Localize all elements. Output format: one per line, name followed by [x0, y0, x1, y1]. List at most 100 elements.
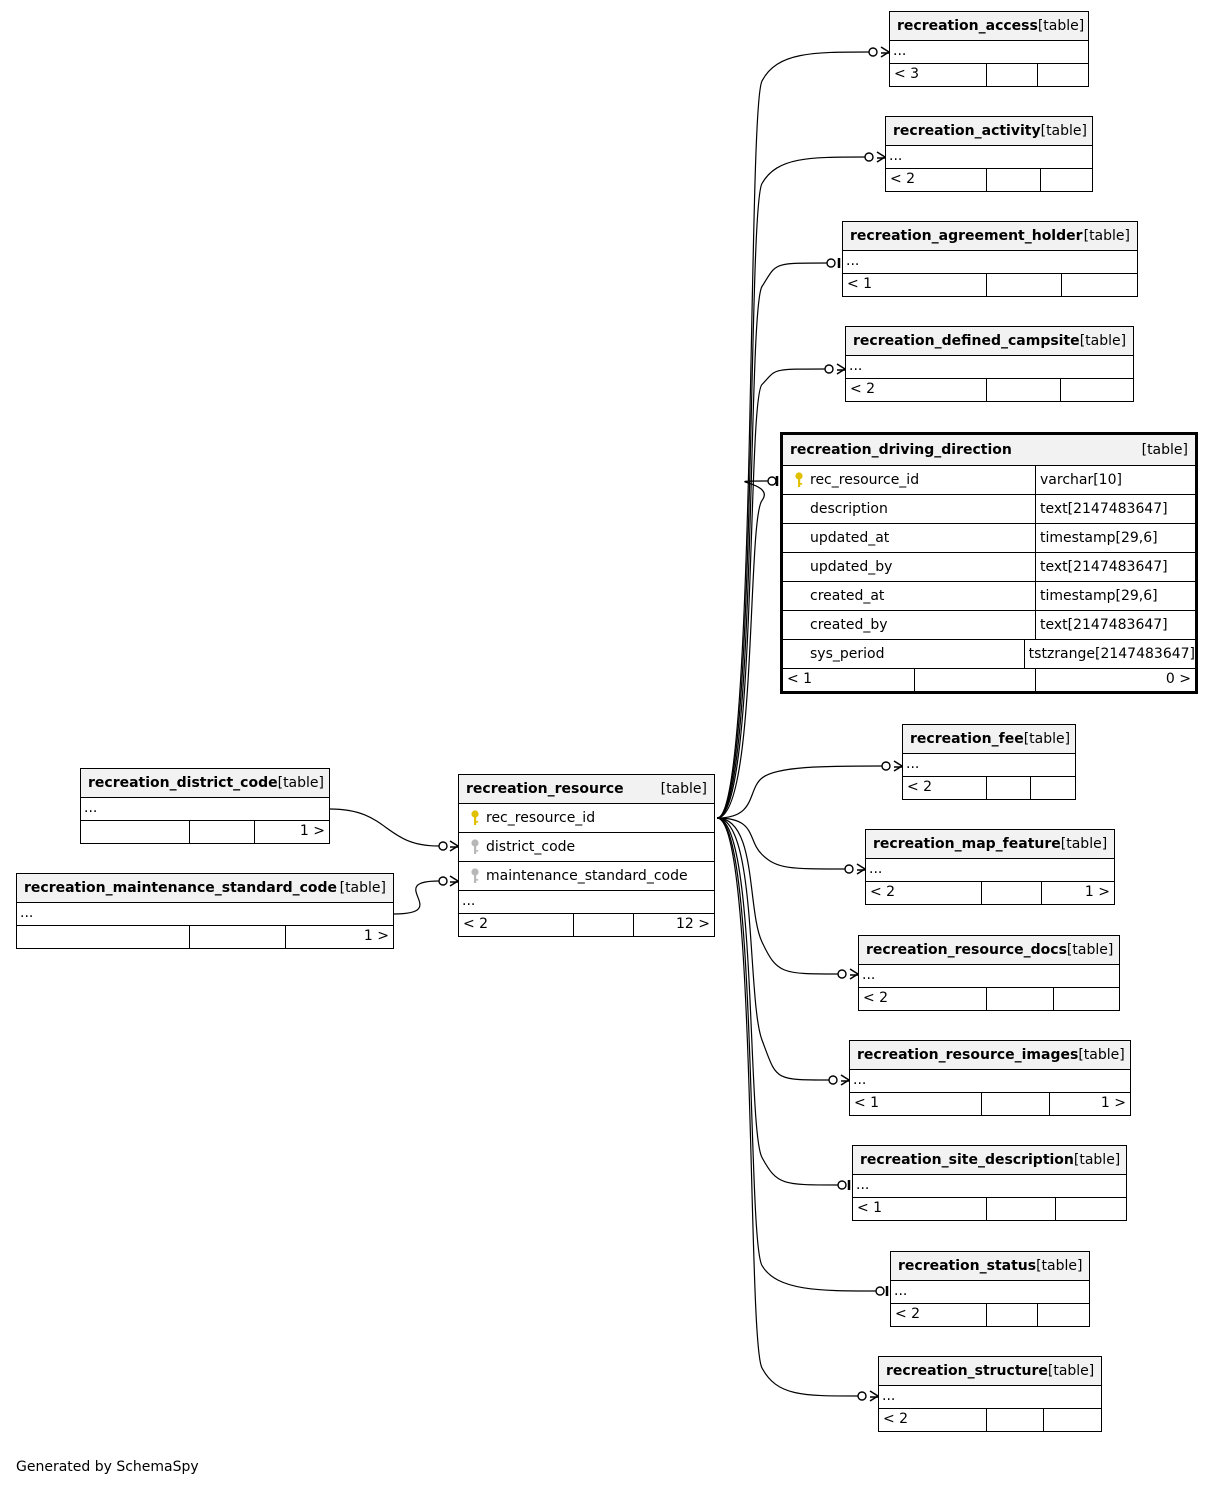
- footer-cell: [190, 926, 286, 948]
- parents-count: < 2: [866, 882, 982, 904]
- table-name: recreation_agreement_holder: [850, 228, 1083, 244]
- foreign-key-icon: [471, 839, 479, 854]
- edge-recreation-maintenance-standard-code: [393, 880, 440, 915]
- crowfoot-mark: [880, 46, 890, 53]
- column-type: text[2147483647]: [1040, 617, 1168, 633]
- table-recreation-resource-docs[interactable]: recreation_resource_docs[table] ... < 2: [858, 935, 1120, 1011]
- children-count: 1 >: [299, 823, 325, 839]
- footer-cell: [190, 821, 255, 843]
- column-label: description: [810, 501, 888, 517]
- table-recreation-resource[interactable]: recreation_resource[table] rec_resource_…: [458, 774, 715, 937]
- table-type: [table]: [339, 880, 386, 896]
- table-recreation-district-code[interactable]: recreation_district_code[table] ... 1 >: [80, 768, 330, 844]
- table-recreation-defined-campsite[interactable]: recreation_defined_campsite[table] ... <…: [845, 326, 1134, 402]
- table-name: recreation_structure: [886, 1363, 1048, 1379]
- parents-count: < 3: [890, 64, 987, 86]
- column-row: district_code: [459, 833, 714, 862]
- table-recreation-access[interactable]: recreation_access[table] ... < 3: [889, 11, 1089, 87]
- children-count: [1061, 379, 1133, 401]
- table-footer: < 2: [879, 1409, 1101, 1431]
- table-header: recreation_fee[table]: [903, 725, 1075, 754]
- table-recreation-activity[interactable]: recreation_activity[table] ... < 2: [885, 116, 1093, 192]
- table-type: [table]: [1036, 1258, 1083, 1274]
- crowfoot-mark: [893, 765, 903, 772]
- table-name: recreation_site_description: [860, 1152, 1074, 1168]
- column-row: rec_resource_id varchar[10]: [783, 466, 1195, 495]
- table-header: recreation_activity[table]: [886, 117, 1092, 146]
- table-footer: < 2: [891, 1304, 1089, 1326]
- optional-circle: [824, 364, 834, 374]
- optional-circle: [837, 969, 847, 979]
- table-recreation-fee[interactable]: recreation_fee[table] ... < 2: [902, 724, 1076, 800]
- crowfoot-mark: [449, 875, 459, 882]
- children-count: [1038, 64, 1088, 86]
- table-name: recreation_map_feature: [873, 836, 1061, 852]
- table-type: [table]: [277, 775, 324, 791]
- table-recreation-maintenance-standard-code[interactable]: recreation_maintenance_standard_code[tab…: [16, 873, 394, 949]
- column-type: timestamp[29,6]: [1040, 530, 1158, 546]
- column-label: created_at: [810, 588, 885, 604]
- optional-circle: [844, 864, 854, 874]
- table-type: [table]: [1037, 18, 1085, 34]
- optional-circle: [837, 1180, 847, 1190]
- table-recreation-structure[interactable]: recreation_structure[table] ... < 2: [878, 1356, 1102, 1432]
- column-label: rec_resource_id: [810, 472, 920, 488]
- edge-recreation-map-feature: [716, 817, 846, 870]
- table-type: [table]: [1047, 1363, 1095, 1379]
- table-header: recreation_resource[table]: [459, 775, 714, 804]
- columns-ellipsis: ...: [886, 146, 1092, 169]
- footer-cell: [987, 169, 1041, 191]
- table-recreation-site-description[interactable]: recreation_site_description[table] ... <…: [852, 1145, 1127, 1221]
- table-recreation-status[interactable]: recreation_status[table] ... < 2: [890, 1251, 1090, 1327]
- table-type: [table]: [660, 781, 707, 797]
- table-type: [table]: [1066, 942, 1114, 958]
- column-name: sys_period: [783, 640, 1025, 668]
- footer-cell: [987, 988, 1054, 1010]
- columns-ellipsis: ...: [81, 798, 329, 821]
- columns-ellipsis: ...: [846, 356, 1133, 379]
- table-name: recreation_defined_campsite: [853, 333, 1080, 349]
- columns-ellipsis: ...: [850, 1070, 1130, 1093]
- crowfoot-mark: [893, 760, 903, 767]
- table-name: recreation_maintenance_standard_code: [24, 880, 338, 896]
- footer-cell: [987, 64, 1038, 86]
- table-footer: 1 >: [17, 926, 393, 948]
- table-footer: < 2: [886, 169, 1092, 191]
- table-type: [table]: [1023, 731, 1071, 747]
- table-recreation-driving-direction[interactable]: recreation_driving_direction[table] rec_…: [780, 432, 1198, 694]
- table-name: recreation_activity: [893, 123, 1041, 139]
- edge-recreation-agreement-holder: [716, 262, 828, 819]
- column-type: varchar[10]: [1040, 472, 1122, 488]
- footer-cell: [987, 777, 1031, 799]
- column-type: timestamp[29,6]: [1040, 588, 1158, 604]
- primary-key-icon: [795, 472, 803, 487]
- table-name: recreation_resource_images: [857, 1047, 1079, 1063]
- column-name: rec_resource_id: [783, 466, 1036, 494]
- edge-recreation-site-description: [716, 817, 839, 1186]
- crowfoot-mark: [449, 880, 459, 887]
- crowfoot-mark: [449, 845, 459, 852]
- columns-ellipsis: ...: [843, 251, 1137, 274]
- table-name: recreation_driving_direction: [790, 442, 1012, 458]
- table-header: recreation_agreement_holder[table]: [843, 222, 1137, 251]
- column-name: updated_at: [783, 524, 1036, 552]
- table-recreation-agreement-holder[interactable]: recreation_agreement_holder[table] ... <…: [842, 221, 1138, 297]
- table-header: recreation_structure[table]: [879, 1357, 1101, 1386]
- children-count: [1041, 169, 1092, 191]
- table-header: recreation_resource_images[table]: [850, 1041, 1130, 1070]
- column-type: text[2147483647]: [1040, 501, 1168, 517]
- columns-ellipsis: ...: [903, 754, 1075, 777]
- edge-recreation-driving-direction: [716, 480, 769, 819]
- children-count: [1031, 777, 1075, 799]
- crowfoot-mark: [836, 368, 846, 375]
- footer-cell: [915, 669, 1036, 691]
- table-recreation-resource-images[interactable]: recreation_resource_images[table] ... < …: [849, 1040, 1131, 1116]
- table-type: [table]: [1079, 333, 1127, 349]
- column-row: created_by text[2147483647]: [783, 611, 1195, 640]
- column-label: created_by: [810, 617, 888, 633]
- table-header: recreation_resource_docs[table]: [859, 936, 1119, 965]
- parents-count: < 1: [853, 1198, 987, 1220]
